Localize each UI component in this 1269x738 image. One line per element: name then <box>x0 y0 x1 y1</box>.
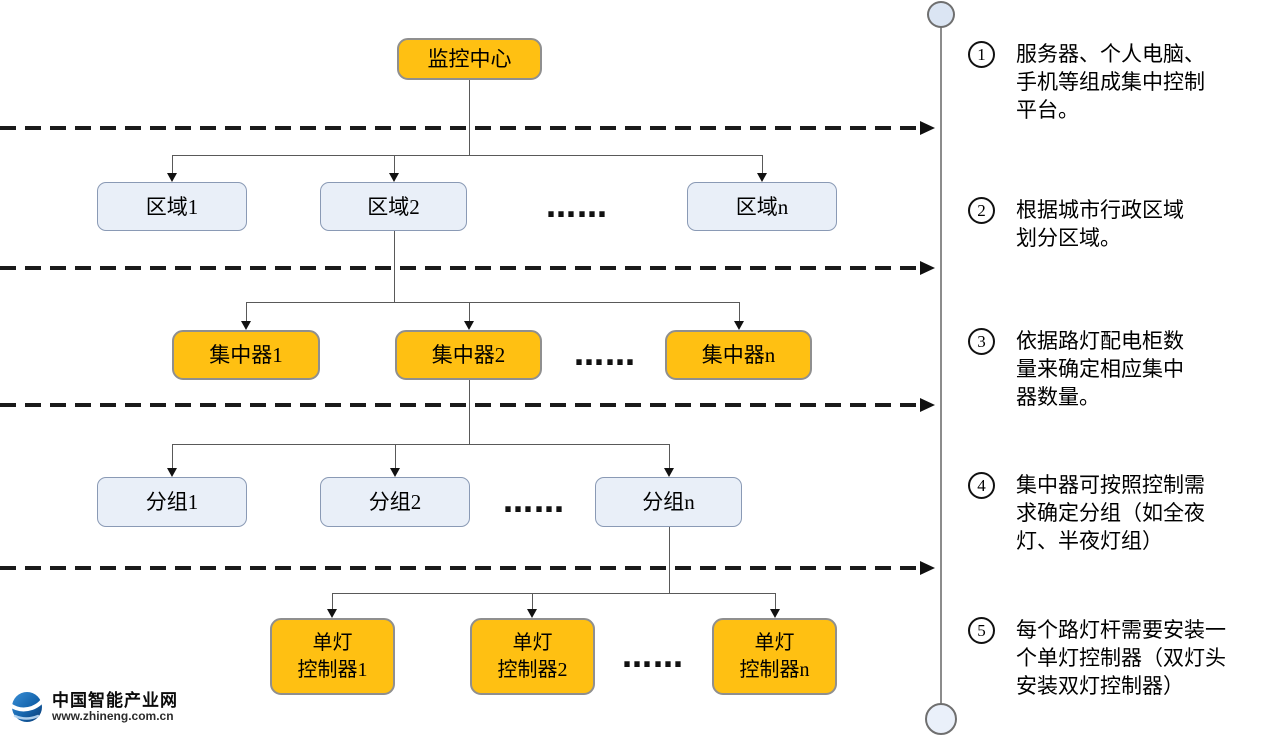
annotation-text: 平台。 <box>1016 98 1079 122</box>
annotation-1: 1 服务器、个人电脑、 手机等组成集中控制 平台。 <box>968 40 1205 124</box>
logo: 中国智能产业网 www.zhineng.com.cn <box>6 688 178 726</box>
connector <box>775 593 776 609</box>
node-line: 控制器n <box>739 658 810 681</box>
annotation-text: 手机等组成集中控制 <box>1016 70 1205 94</box>
node-line: 单灯 <box>512 631 553 654</box>
annotation-text: 量来确定相应集中 <box>1016 357 1184 381</box>
node-line: 控制器2 <box>497 658 568 681</box>
node-lamp-controller-1: 单灯 控制器1 <box>270 618 395 695</box>
annotation-2: 2 根据城市行政区域 划分区域。 <box>968 196 1184 252</box>
connector <box>172 444 173 468</box>
annotation-text: 安装双灯控制器） <box>1016 674 1184 698</box>
annotation-text: 器数量。 <box>1016 385 1100 409</box>
connector <box>762 155 763 174</box>
arrow-down-icon <box>464 321 474 330</box>
node-line: 控制器1 <box>297 658 368 681</box>
annotation-text: 集中器可按照控制需 <box>1016 473 1205 497</box>
node-concentrator-1: 集中器1 <box>172 330 320 380</box>
node-group-2: 分组2 <box>320 477 470 527</box>
arrow-down-icon <box>167 468 177 477</box>
annotation-5: 5 每个路灯杆需要安装一 个单灯控制器（双灯头 安装双灯控制器） <box>968 616 1226 700</box>
rail-top-circle <box>927 1 955 28</box>
arrow-down-icon <box>241 321 251 330</box>
connector <box>246 302 740 303</box>
dashed-divider-4 <box>0 566 921 570</box>
connector <box>669 444 670 468</box>
connector <box>394 155 395 174</box>
connector <box>739 302 740 321</box>
annotation-number: 2 <box>968 197 995 224</box>
node-concentrator-n: 集中器n <box>665 330 812 380</box>
node-lamp-controller-n: 单灯 控制器n <box>712 618 837 695</box>
annotation-4: 4 集中器可按照控制需 求确定分组（如全夜 灯、半夜灯组） <box>968 471 1205 555</box>
annotation-number: 1 <box>968 41 995 68</box>
connector <box>332 593 333 609</box>
connector <box>172 444 670 445</box>
arrow-down-icon <box>757 173 767 182</box>
dashed-divider-3 <box>0 403 921 407</box>
arrow-down-icon <box>167 173 177 182</box>
node-lamp-controller-2: 单灯 控制器2 <box>470 618 595 695</box>
annotation-text: 根据城市行政区域 <box>1016 198 1184 222</box>
ellipsis-groups: …… <box>503 485 565 520</box>
node-concentrator-2: 集中器2 <box>395 330 542 380</box>
annotation-text: 划分区域。 <box>1016 226 1121 250</box>
connector <box>469 80 470 155</box>
logo-globe-icon <box>8 692 47 722</box>
arrow-down-icon <box>390 468 400 477</box>
node-group-1: 分组1 <box>97 477 247 527</box>
node-area-1: 区域1 <box>97 182 247 231</box>
right-rail-line <box>940 27 942 704</box>
dashed-arrow-right-icon <box>920 398 935 412</box>
annotation-number: 3 <box>968 328 995 355</box>
dashed-arrow-right-icon <box>920 121 935 135</box>
connector <box>332 593 776 594</box>
node-area-n: 区域n <box>687 182 837 231</box>
logo-url: www.zhineng.com.cn <box>52 708 174 723</box>
connector <box>172 155 763 156</box>
connector <box>532 593 533 609</box>
annotation-text: 每个路灯杆需要安装一 <box>1016 618 1226 642</box>
annotation-number: 4 <box>968 472 995 499</box>
logo-title: 中国智能产业网 <box>52 690 178 710</box>
annotation-text: 求确定分组（如全夜 <box>1016 501 1205 525</box>
dashed-divider-2 <box>0 266 921 270</box>
node-line: 单灯 <box>754 631 795 654</box>
rail-bottom-circle <box>925 703 957 735</box>
annotation-text: 服务器、个人电脑、 <box>1016 42 1205 66</box>
connector <box>395 444 396 468</box>
connector <box>669 527 670 593</box>
arrow-down-icon <box>770 609 780 618</box>
connector <box>246 302 247 321</box>
connector <box>172 155 173 174</box>
node-monitor-center: 监控中心 <box>397 38 542 80</box>
node-group-n: 分组n <box>595 477 742 527</box>
connector <box>394 231 395 302</box>
ellipsis-lamp-controllers: …… <box>622 640 684 675</box>
ellipsis-areas: …… <box>546 190 608 225</box>
arrow-down-icon <box>734 321 744 330</box>
dashed-divider-1 <box>0 126 921 130</box>
annotation-text: 个单灯控制器（双灯头 <box>1016 646 1226 670</box>
connector <box>469 302 470 321</box>
annotation-text: 灯、半夜灯组） <box>1016 529 1163 553</box>
annotation-3: 3 依据路灯配电柜数 量来确定相应集中 器数量。 <box>968 327 1184 411</box>
ellipsis-concentrators: …… <box>574 338 636 373</box>
arrow-down-icon <box>327 609 337 618</box>
dashed-arrow-right-icon <box>920 261 935 275</box>
arrow-down-icon <box>664 468 674 477</box>
arrow-down-icon <box>527 609 537 618</box>
annotation-number: 5 <box>968 617 995 644</box>
arrow-down-icon <box>389 173 399 182</box>
annotation-text: 依据路灯配电柜数 <box>1016 329 1184 353</box>
dashed-arrow-right-icon <box>920 561 935 575</box>
node-line: 单灯 <box>312 631 353 654</box>
node-area-2: 区域2 <box>320 182 467 231</box>
connector <box>469 380 470 444</box>
